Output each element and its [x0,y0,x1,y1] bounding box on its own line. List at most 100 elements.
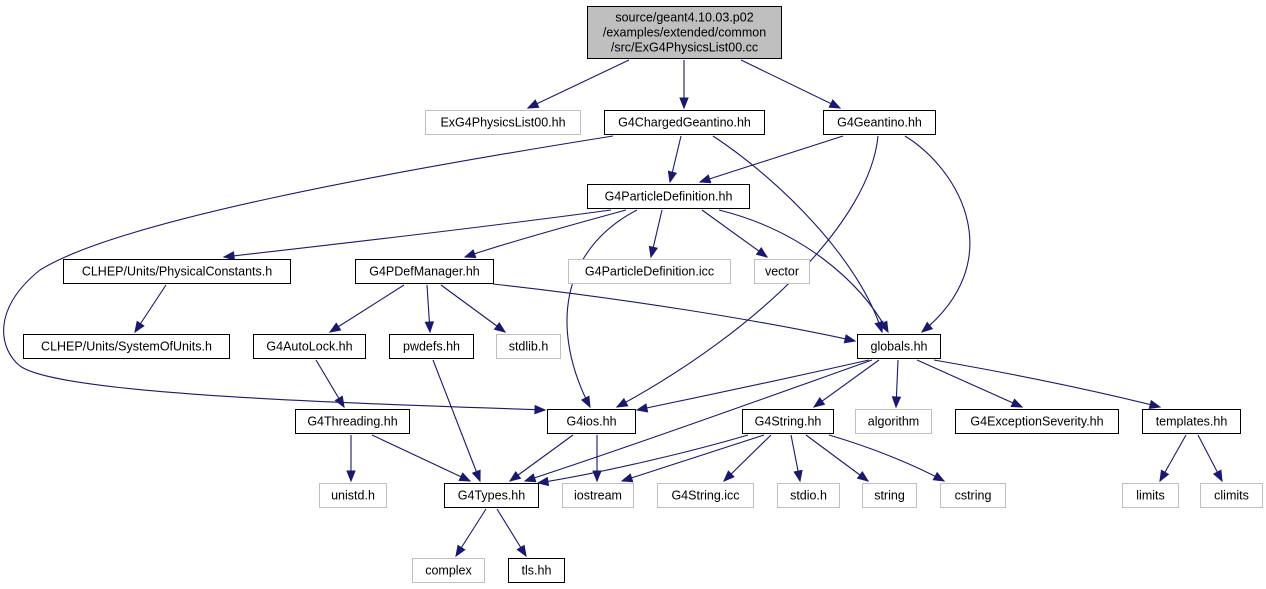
edge-globals-to-g4exceptionseverity [916,359,1024,408]
arrowhead-icon [615,397,629,408]
edge-g4chargedgeantino-to-g4ios [3,135,614,415]
arrowhead-icon [793,469,803,483]
arrowhead-icon [346,470,356,483]
node-complex: complex [412,558,485,583]
edge-line [712,135,883,333]
node-exg4physicslist00: ExG4PhysicsList00.hh [425,110,581,135]
node-g4string[interactable]: G4String.hh [742,409,834,434]
arrowhead-icon [455,544,466,558]
arrowhead-icon [493,321,507,333]
node-box [412,558,485,583]
node-physicalconstants[interactable]: CLHEP/Units/PhysicalConstants.h [63,259,291,284]
arrowhead-icon [635,403,649,413]
edge-root-to-g4chargedgeantino [679,60,689,110]
node-g4pdefmanager[interactable]: G4PDefManager.hh [355,259,494,284]
node-label: G4ParticleDefinition.icc [585,265,714,279]
arrowhead-icon [755,247,769,258]
edge-line [509,434,574,482]
edge-line [904,135,971,333]
node-templates[interactable]: templates.hh [1142,409,1241,434]
edge-g4geantino-to-globals [904,135,971,333]
edge-line [740,59,841,109]
edge-g4chargedgeantino-to-g4particledefinition [667,135,682,184]
node-g4particledefinition[interactable]: G4ParticleDefinition.hh [587,184,750,209]
node-box [63,259,291,284]
edge-globals-to-algorithm [891,359,902,409]
arrowhead-icon [856,470,870,482]
node-box [587,184,750,209]
arrowhead-icon [891,396,902,409]
node-cstring: cstring [940,483,1006,508]
edge-g4string-to-iostream [620,434,765,483]
node-label: limits [1136,489,1164,503]
arrowhead-icon [458,472,472,482]
edge-g4particledefinition-to-g4pdefmanager [463,209,627,259]
node-globals[interactable]: globals.hh [857,334,941,359]
edge-g4string-to-string [805,434,870,482]
arrowhead-icon [620,473,634,483]
node-box [1200,483,1263,508]
edge-line [718,209,889,333]
node-label: G4ios.hh [566,415,616,429]
edge-g4autolock-to-g4threading [315,359,345,409]
node-box [562,483,634,508]
node-box [425,110,581,135]
edge-line [723,434,772,482]
edge-line [916,359,1023,408]
node-g4types[interactable]: G4Types.hh [444,483,539,508]
node-label: ExG4PhysicsList00.hh [440,116,565,130]
edge-line [566,209,638,408]
arrowhead-icon [328,322,342,333]
edge-g4types-to-complex [455,508,487,558]
edge-line [636,359,870,411]
node-label: G4String.hh [755,415,822,429]
node-tls[interactable]: tls.hh [508,558,565,583]
node-g4autolock[interactable]: G4AutoLock.hh [253,334,366,359]
node-label: string [874,489,905,503]
arrowhead-icon [723,470,735,482]
arrowhead-icon [523,473,537,483]
node-g4geantino[interactable]: G4Geantino.hh [823,110,936,135]
edge-g4chargedgeantino-to-globals [712,135,884,334]
node-label: G4ChargedGeantino.hh [618,116,751,130]
node-systemofunits[interactable]: CLHEP/Units/SystemOfUnits.h [23,334,230,359]
arrowhead-icon [932,471,946,482]
arrowhead-icon [534,404,547,415]
edge-line [371,434,471,482]
node-label: globals.hh [871,340,928,354]
arrowhead-icon [1010,398,1024,408]
node-label: /examples/extended/common [603,26,766,40]
node-stdio: stdio.h [777,483,840,508]
edge-physicalconstants-to-systemofunits [134,284,167,334]
arrowhead-icon [222,251,235,261]
node-label: G4PDefManager.hh [369,265,480,279]
edge-line [3,135,614,411]
node-g4chargedgeantino[interactable]: G4ChargedGeantino.hh [604,110,765,135]
node-pwdefs[interactable]: pwdefs.hh [389,334,474,359]
edge-g4particledefinition-to-vector [701,209,769,258]
node-label: stdlib.h [509,340,549,354]
node-box [587,6,782,59]
arrowhead-icon [828,99,842,109]
node-g4exceptionseverity[interactable]: G4ExceptionSeverity.hh [955,409,1119,434]
node-g4ios[interactable]: G4ios.hh [547,409,636,434]
edge-line [524,359,873,482]
node-label: unistd.h [331,489,375,503]
node-g4threading[interactable]: G4Threading.hh [295,409,410,434]
node-box [604,110,765,135]
edge-g4ios-to-g4types [508,434,574,482]
node-label: algorithm [868,415,919,429]
node-label: tls.hh [522,564,552,578]
edge-line [492,283,856,342]
edge-g4particledefinition-to-physicalconstants [222,209,612,261]
edge-g4string-to-g4string-icc [723,434,772,482]
edge-g4ios-to-iostream [592,435,602,483]
arrowhead-icon [1148,399,1162,410]
node-algorithm: algorithm [855,409,932,434]
edge-line [805,434,869,482]
edge-g4pdefmanager-to-g4autolock [328,284,405,333]
edge-g4geantino-to-g4particledefinition [698,135,844,184]
edge-line [329,284,405,333]
edge-g4particledefinition-to-globals [718,209,889,334]
arrowhead-icon [471,469,481,483]
